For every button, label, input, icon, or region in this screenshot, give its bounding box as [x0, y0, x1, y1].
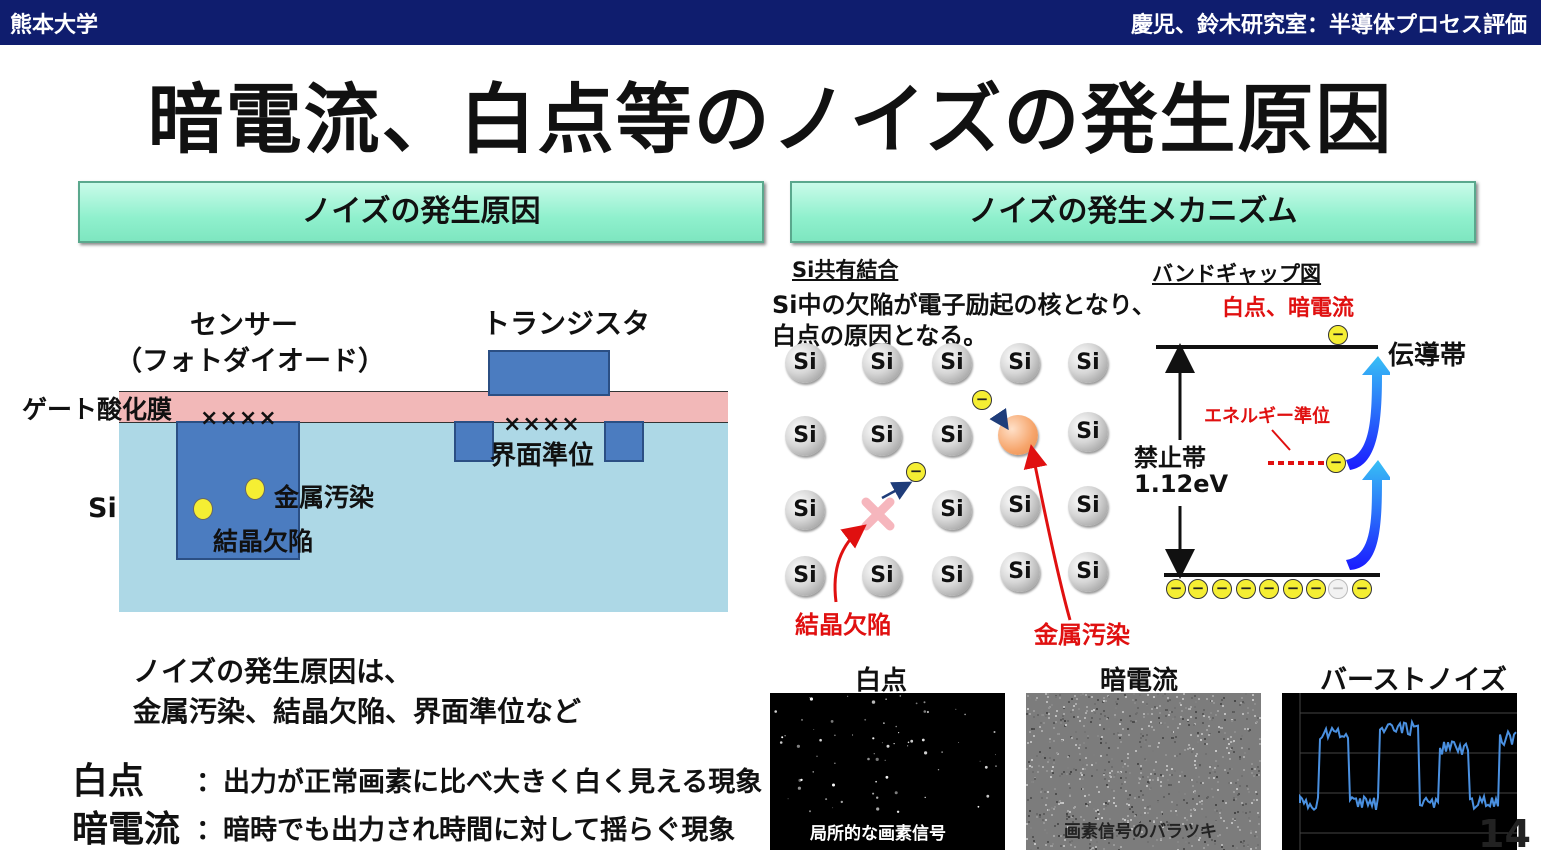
dark-current-caption: 画素信号のバラツキ [1064, 822, 1217, 842]
photo-white-point-title: 白点 [855, 666, 908, 696]
white-point-image: 局所的な画素信号 [770, 693, 1005, 850]
si-atom: Si [1068, 412, 1108, 452]
lattice-electron: − [972, 390, 992, 410]
burst-noise-image [1282, 693, 1517, 850]
gate-oxide-label: ゲート酸化膜 [22, 395, 173, 424]
si-atom: Si [1068, 343, 1108, 383]
si-atom: Si [1068, 486, 1108, 526]
left-panel-heading: ノイズの発生原因 [78, 181, 764, 243]
white-point-term: 白点 [72, 761, 145, 802]
interface-state-label: 界面準位 [490, 441, 595, 471]
metal-contamination-label: 金属汚染 [274, 483, 375, 512]
bandgap-value: 1.12eV [1134, 470, 1229, 498]
si-atom: Si [785, 556, 825, 596]
si-atom: Si [785, 343, 825, 383]
metal-contamination-dot [245, 478, 265, 500]
energy-level-label: エネルギー準位 [1204, 406, 1330, 427]
covalent-desc-line-1: Si中の欠陥が電子励起の核となり、 [772, 291, 1156, 319]
white-dark-current-label: 白点、暗電流 [1222, 296, 1355, 321]
photo-dark-current-title: 暗電流 [1100, 666, 1179, 696]
lattice-crystal-defect-label: 結晶欠陥 [795, 611, 891, 639]
si-atom: Si [932, 416, 972, 456]
transistor-gate [488, 350, 610, 396]
photodiode-region [176, 421, 300, 560]
university-name: 熊本大学 [10, 13, 99, 38]
defect-marks-transistor: ×××× [503, 412, 581, 437]
summary-line-2: 金属汚染、結晶欠陥、界面準位など [133, 695, 582, 728]
valence-electron: − [1166, 579, 1186, 599]
slide-number: 14 [1478, 812, 1531, 856]
photo-burst-noise-title: バーストノイズ [1320, 665, 1507, 696]
transistor-label: トランジスタ [482, 307, 651, 340]
dark-current-image: 画素信号のバラツキ [1026, 693, 1261, 850]
lattice-arrows [833, 407, 1072, 621]
si-label: Si [88, 493, 117, 524]
valence-electron: − [1283, 579, 1303, 599]
si-atom: Si [862, 343, 902, 383]
dark-current-description: ：暗時でも出力され時間に対して揺らぐ現象 [196, 815, 736, 846]
valence-electron: − [1306, 579, 1326, 599]
valence-electron: − [1188, 579, 1208, 599]
covalent-bond-title: Si共有結合 [792, 258, 899, 282]
slide-title: 暗電流、白点等のノイズの発生原因 [147, 75, 1394, 164]
si-atom: Si [1068, 552, 1108, 592]
si-atom: Si [862, 416, 902, 456]
conduction-band-label: 伝導帯 [1388, 341, 1467, 371]
si-atom: Si [932, 556, 972, 596]
si-atom: Si [1000, 552, 1040, 592]
top-bar: 熊本大学 慶児、鈴木研究室：半導体プロセス評価 [0, 0, 1541, 45]
crystal-defect-label: 結晶欠陥 [213, 527, 314, 556]
valence-electron: − [1212, 579, 1232, 599]
lattice-electron: − [906, 462, 926, 482]
valence-electron: − [1328, 579, 1348, 599]
si-atom: Si [932, 490, 972, 530]
si-atom: Si [1000, 343, 1040, 383]
crystal-defect-dot [193, 498, 213, 520]
white-point-description: ：出力が正常画素に比べ大きく白く見える現象 [196, 767, 763, 798]
trap-level-electron: − [1326, 453, 1346, 473]
valence-electron: − [1259, 579, 1279, 599]
si-atom: Si [785, 416, 825, 456]
dark-current-term: 暗電流 [72, 809, 181, 850]
sensor-label: センサー [190, 310, 298, 341]
gate-oxide-film [119, 391, 728, 423]
white-point-caption: 局所的な画素信号 [810, 824, 946, 844]
defect-marks-sensor: ×××× [200, 406, 278, 431]
forbidden-band-label: 禁止帯 [1134, 444, 1206, 472]
si-atom: Si [785, 490, 825, 530]
valence-electron: − [1236, 579, 1256, 599]
transistor-source [454, 421, 494, 462]
lattice-metal-contamination-label: 金属汚染 [1034, 621, 1130, 649]
lab-name: 慶児、鈴木研究室：半導体プロセス評価 [1130, 13, 1527, 38]
si-atom: Si [1000, 486, 1040, 526]
crystal-defect-vacancy-mark [858, 494, 898, 534]
summary-line-1: ノイズの発生原因は、 [133, 655, 413, 688]
si-atom: Si [932, 343, 972, 383]
transistor-drain [604, 421, 644, 462]
right-panel-heading: ノイズの発生メカニズム [790, 181, 1476, 243]
bandgap-title: バンドギャップ図 [1152, 262, 1322, 286]
si-atom: Si [862, 556, 902, 596]
photodiode-label: （フォトダイオード） [115, 346, 385, 377]
bandgap-diagram [1156, 343, 1390, 579]
valence-electron: − [1352, 579, 1372, 599]
conduction-band-electron: − [1328, 325, 1348, 345]
